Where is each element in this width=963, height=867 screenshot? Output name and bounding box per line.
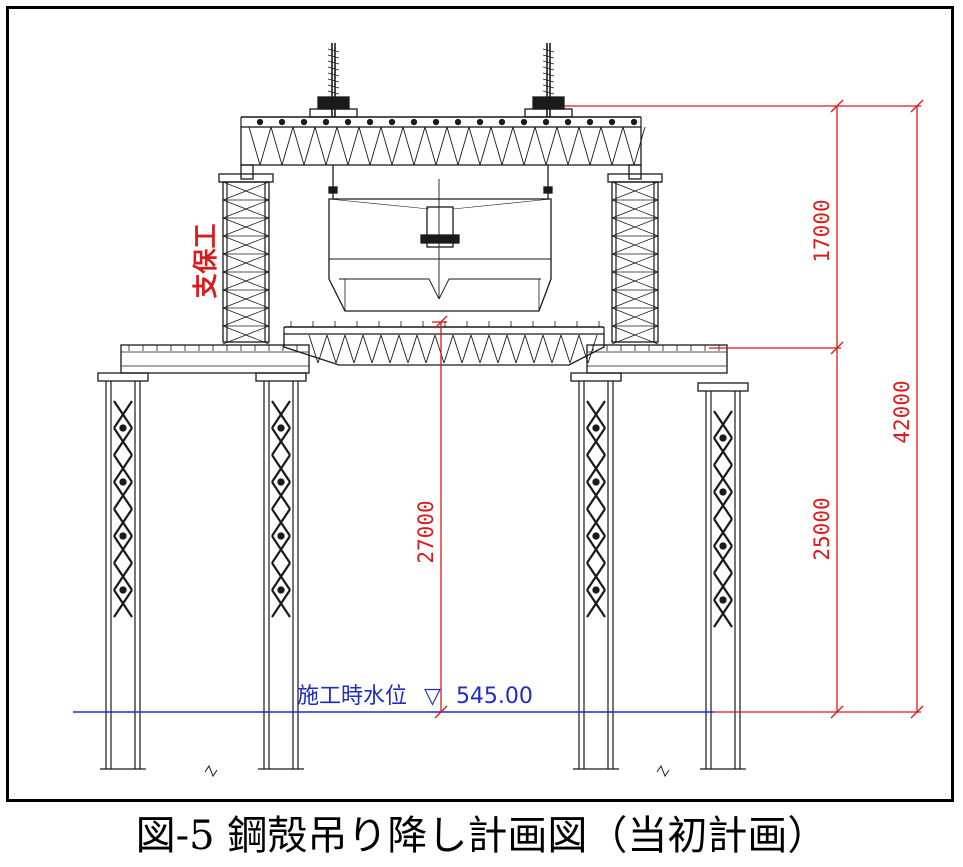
support-tower-right-top xyxy=(607,173,663,183)
break-mark-right xyxy=(656,764,670,778)
figure-caption: 図-5 鋼殻吊り降し計画図（当初計画） xyxy=(135,813,828,859)
truss-end-left xyxy=(240,164,254,180)
hoist-left xyxy=(317,96,350,110)
break-mark-left xyxy=(204,764,218,778)
water-level-symbol: ▽ xyxy=(424,684,441,709)
drawing-frame: 17000 42000 25000 27000 支保工 施工時水位 ▽ 545.… xyxy=(6,6,954,802)
pier-column-1-cap xyxy=(97,372,149,382)
truss-end-right xyxy=(628,164,642,180)
pier-column-4-cap xyxy=(697,382,749,392)
dimension-lower-height: 25000 xyxy=(810,497,834,560)
water-level-label: 施工時水位 ▽ 545.00 xyxy=(297,684,533,709)
support-label: 支保工 xyxy=(191,223,220,298)
steel-structure xyxy=(97,43,749,778)
hoist-left-hook xyxy=(328,186,338,194)
dimension-girder-clearance: 27000 xyxy=(414,500,438,563)
support-tower-right xyxy=(611,181,659,343)
hoist-left-base xyxy=(309,108,358,118)
shell-center-post xyxy=(426,206,454,248)
steel-shell xyxy=(328,198,552,312)
support-tower-left-top xyxy=(218,173,274,183)
lifting-truss xyxy=(240,126,642,166)
dimension-lines xyxy=(432,99,924,719)
pier-column-2-cap xyxy=(255,372,307,382)
water-level-text: 施工時水位 xyxy=(297,684,407,709)
pier-cap-beam-left xyxy=(120,344,310,374)
hoist-right-hook xyxy=(543,186,553,194)
pier-column-3-cap xyxy=(570,372,622,382)
water-level-value: 545.00 xyxy=(456,684,533,709)
hoist-right xyxy=(532,96,565,110)
shell-center-plate xyxy=(420,234,460,244)
pier-cap-beam-right xyxy=(586,344,728,374)
dimension-total-height: 42000 xyxy=(890,380,914,443)
support-tower-left xyxy=(222,181,270,343)
dimension-upper-height: 17000 xyxy=(810,199,834,262)
lifting-plan-drawing: 17000 42000 25000 27000 支保工 施工時水位 ▽ 545.… xyxy=(73,43,924,778)
hoist-right-base xyxy=(524,108,573,118)
